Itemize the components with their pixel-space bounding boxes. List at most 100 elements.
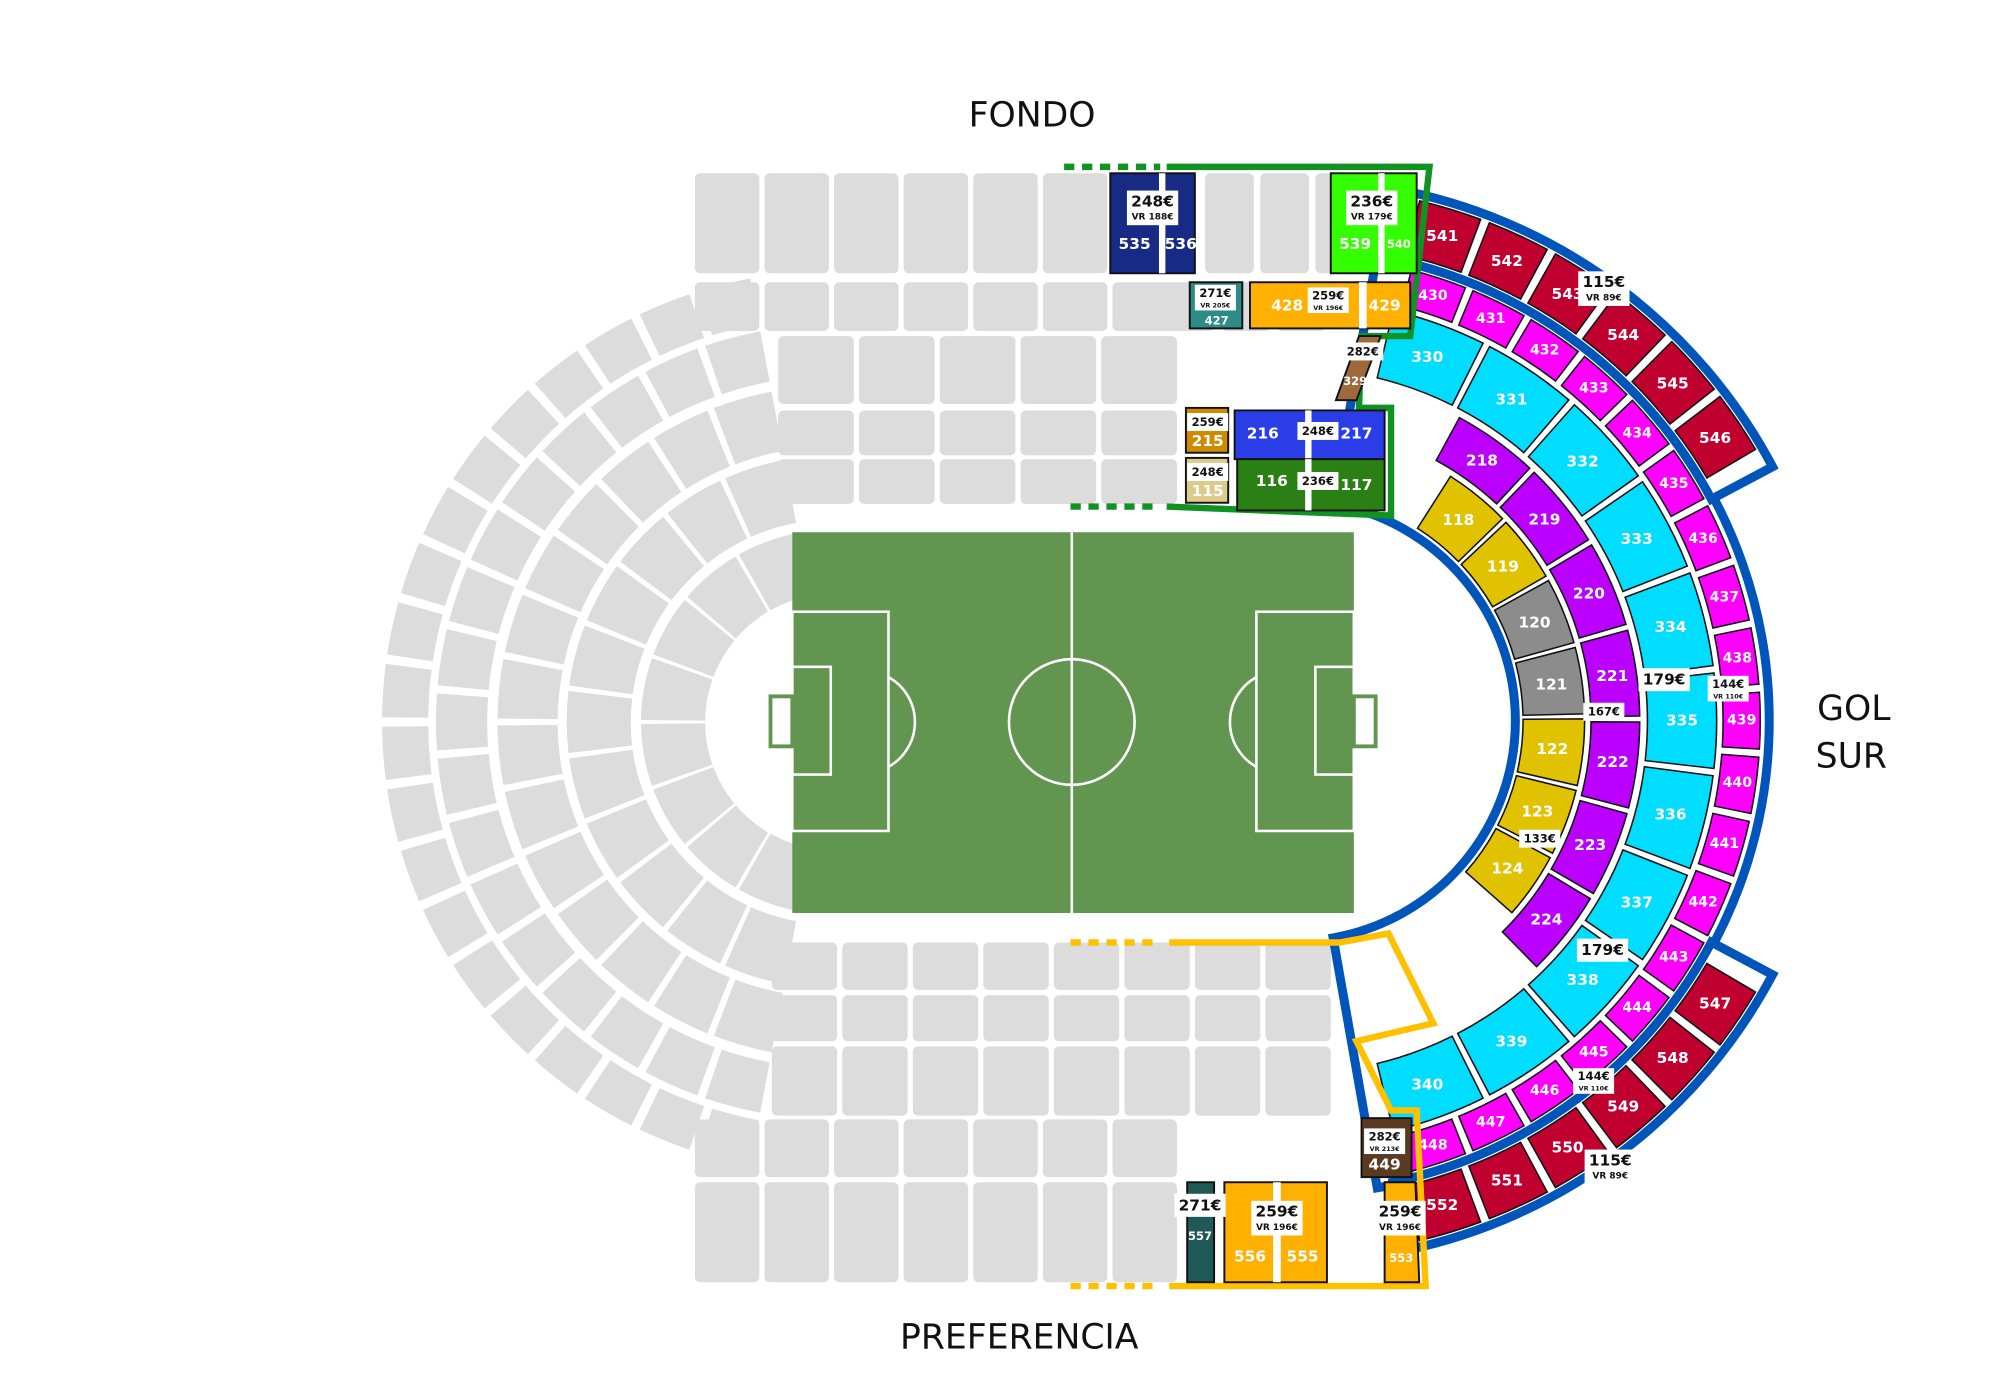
section-label: 543 [1552, 285, 1584, 303]
unavailable-section [435, 693, 489, 751]
unavailable-section [569, 749, 645, 819]
section-428-label: 428 [1271, 296, 1303, 314]
section-224[interactable]: 224 [1501, 872, 1592, 968]
section-label: 436 [1688, 531, 1718, 547]
section-332[interactable]: 332 [1527, 403, 1640, 518]
price-tag-115: 248€ [1187, 463, 1229, 481]
unavailable-section [973, 282, 1038, 331]
section-339[interactable]: 339 [1456, 987, 1570, 1096]
section-222[interactable]: 222 [1580, 721, 1641, 809]
section-label: 221 [1596, 667, 1628, 685]
section-444[interactable]: 444 [1604, 974, 1671, 1043]
heading-gol: GOL [1817, 689, 1891, 729]
section-447[interactable]: 447 [1457, 1092, 1526, 1152]
section-436[interactable]: 436 [1673, 504, 1732, 572]
unavailable-section [834, 1182, 899, 1283]
unavailable-section [778, 459, 854, 505]
section-433[interactable]: 433 [1560, 355, 1628, 422]
price-tag-449: 282€VR 213€ [1364, 1128, 1406, 1155]
section-221[interactable]: 221 [1579, 629, 1641, 718]
section-335[interactable]: 335 [1644, 672, 1718, 770]
section-117-label: 117 [1340, 476, 1372, 494]
unavailable-section [453, 940, 521, 1009]
section-label: 550 [1552, 1138, 1584, 1156]
section-546[interactable]: 546 [1674, 395, 1757, 480]
section-label: 224 [1530, 910, 1562, 928]
unavailable-section [667, 480, 748, 564]
section-434[interactable]: 434 [1604, 399, 1671, 468]
section-536-label: 536 [1165, 235, 1197, 253]
price-text: 179€ [1581, 941, 1624, 959]
unavailable-section [639, 294, 705, 357]
section-547[interactable]: 547 [1674, 962, 1757, 1047]
section-label: 542 [1491, 252, 1523, 270]
section-435[interactable]: 435 [1642, 449, 1705, 518]
section-124[interactable]: 124 [1464, 827, 1552, 914]
section-437[interactable]: 437 [1697, 564, 1751, 629]
section-119[interactable]: 119 [1460, 521, 1548, 608]
section-431[interactable]: 431 [1457, 289, 1526, 350]
section-441[interactable]: 441 [1697, 812, 1751, 878]
section-label: 441 [1710, 836, 1739, 852]
unavailable-section [1265, 942, 1331, 990]
section-446[interactable]: 446 [1511, 1059, 1580, 1123]
price-text: 236€ [1350, 192, 1393, 210]
price-tag-215: 259€ [1187, 413, 1229, 431]
section-337[interactable]: 337 [1584, 848, 1689, 961]
unavailable-section [534, 350, 604, 419]
unavailable-section [542, 412, 617, 487]
section-340[interactable]: 340 [1376, 1035, 1485, 1132]
section-label: 121 [1535, 676, 1567, 694]
section-217-label: 217 [1340, 425, 1372, 443]
section-548[interactable]: 548 [1630, 1016, 1716, 1101]
section-122[interactable]: 122 [1516, 718, 1586, 787]
unavailable-section [502, 457, 576, 531]
unavailable-section [1101, 410, 1177, 456]
unavailable-section [1124, 995, 1190, 1042]
unavailable-section [764, 173, 829, 274]
unavailable-section [903, 282, 969, 331]
section-333[interactable]: 333 [1584, 480, 1689, 593]
section-121[interactable]: 121 [1514, 646, 1586, 717]
unavailable-section [502, 913, 576, 987]
section-550[interactable]: 550 [1526, 1106, 1611, 1189]
unavailable-section [601, 921, 682, 1003]
section-336[interactable]: 336 [1624, 765, 1714, 870]
section-440[interactable]: 440 [1713, 753, 1760, 815]
section-223[interactable]: 223 [1550, 799, 1628, 895]
section-120[interactable]: 120 [1493, 579, 1575, 661]
unavailable-section [387, 782, 443, 842]
section-543[interactable]: 543 [1526, 252, 1611, 335]
section-551[interactable]: 551 [1467, 1141, 1549, 1220]
unavailable-section [912, 995, 979, 1042]
section-label: 120 [1518, 613, 1550, 631]
section-219[interactable]: 219 [1499, 471, 1590, 567]
vr-price-text: VR 110€ [1579, 1085, 1609, 1093]
unavailable-section [557, 483, 639, 565]
section-label: 218 [1466, 451, 1498, 469]
unavailable-section [654, 955, 730, 1034]
unavailable-section [771, 1046, 838, 1116]
section-443[interactable]: 443 [1642, 923, 1705, 993]
section-label: 435 [1659, 476, 1688, 492]
unavailable-section [504, 779, 579, 850]
gol-sur-zone: 1181191201211221231242182192202212222232… [1327, 186, 1779, 1256]
section-544[interactable]: 544 [1581, 292, 1667, 377]
section-220[interactable]: 220 [1548, 543, 1627, 639]
section-545[interactable]: 545 [1630, 340, 1716, 426]
unavailable-section [1124, 1046, 1190, 1116]
section-542[interactable]: 542 [1467, 221, 1549, 301]
section-label: 552 [1426, 1196, 1458, 1214]
section-331[interactable]: 331 [1456, 345, 1570, 454]
section-218[interactable]: 218 [1435, 416, 1531, 505]
section-118[interactable]: 118 [1416, 475, 1504, 563]
unavailable-section [771, 995, 838, 1042]
unavailable-section [667, 880, 748, 964]
unavailable-section [497, 658, 563, 720]
unavailable-section [698, 278, 759, 336]
section-432[interactable]: 432 [1511, 318, 1580, 383]
section-442[interactable]: 442 [1673, 869, 1732, 937]
vr-price-text: VR 196€ [1379, 1223, 1421, 1233]
unavailable-section [387, 602, 443, 662]
section-549[interactable]: 549 [1581, 1064, 1667, 1149]
